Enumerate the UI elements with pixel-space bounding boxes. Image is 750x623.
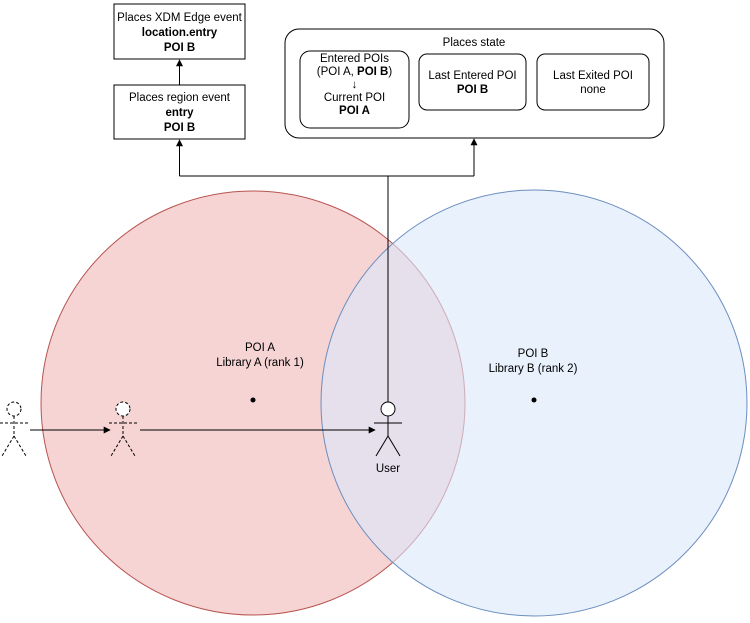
entered-pois-list: (POI A, POI B): [317, 66, 393, 78]
last-exited-label: Last Exited POI: [553, 70, 633, 82]
poi-b-library: Library B (rank 2): [489, 363, 578, 375]
poi-b-name: POI B: [518, 348, 549, 360]
region-event-poi: POI B: [164, 122, 195, 134]
places-state-title: Places state: [443, 37, 506, 49]
edge-event-poi: POI B: [164, 42, 195, 54]
last-entered-label: Last Entered POI: [428, 70, 516, 82]
poi-a-library: Library A (rank 1): [216, 357, 304, 369]
edge-event-box: Places XDM Edge event location.entry POI…: [113, 3, 246, 60]
last-entered-box: Last Entered POI POI B: [418, 53, 527, 111]
entered-pois-box: Entered POIs (POI A, POI B) ↓ Current PO…: [299, 50, 410, 129]
region-event-type: entry: [165, 107, 194, 119]
places-state-container: Places state Entered POIs (POI A, POI B)…: [284, 28, 665, 139]
poi-b-region: [320, 189, 748, 617]
region-event-box: Places region event entry POI B: [113, 84, 246, 140]
last-entered-value: POI B: [457, 84, 488, 96]
poi-a-center-dot: [250, 397, 256, 403]
poi-a-name: POI A: [245, 342, 275, 354]
current-poi-value: POI A: [339, 105, 370, 117]
current-poi-label: Current POI: [324, 92, 385, 104]
user-to-events-connector: [176, 138, 478, 402]
last-exited-box: Last Exited POI none: [536, 53, 650, 111]
edge-event-title: Places XDM Edge event: [117, 12, 242, 24]
poi-b-center-dot: [531, 397, 537, 403]
user-previous-position-2-icon: [109, 401, 137, 457]
edge-event-type: location.entry: [142, 27, 218, 39]
user-label: User: [376, 463, 400, 475]
entered-pois-label: Entered POIs: [320, 53, 389, 65]
region-event-title: Places region event: [129, 92, 231, 104]
down-arrow-glyph: ↓: [352, 79, 358, 91]
user-figure-icon: [374, 401, 402, 457]
last-exited-value: none: [580, 84, 606, 96]
user-previous-position-1-icon: [0, 401, 28, 457]
